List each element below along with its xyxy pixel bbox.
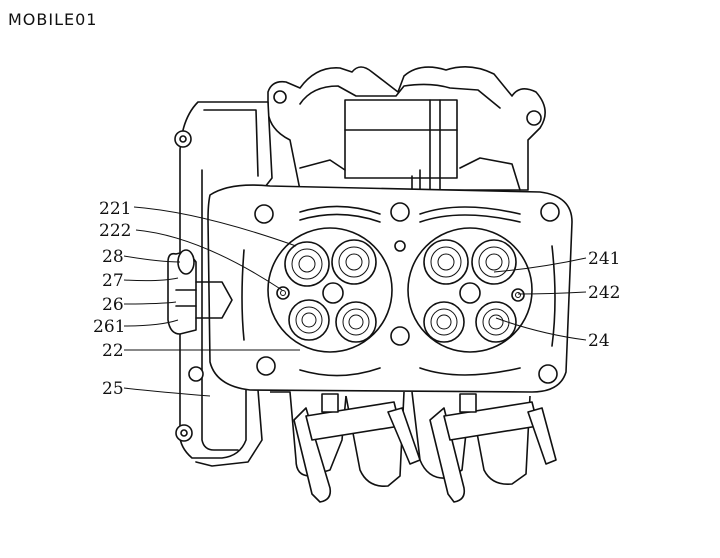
- label-242: 242: [588, 283, 620, 303]
- mobile01-logo: MOBILE01: [8, 10, 97, 29]
- left-chamber: [267, 227, 393, 353]
- label-241: 241: [588, 249, 620, 269]
- exhaust-ports: [270, 391, 557, 503]
- leader-lines: [123, 206, 587, 397]
- logo-text: MOBILE01: [8, 10, 97, 29]
- label-221: 221: [99, 199, 131, 219]
- top-housing: [267, 66, 546, 191]
- label-27: 27: [102, 271, 124, 291]
- right-chamber: [407, 227, 533, 353]
- side-bracket: [167, 249, 233, 335]
- label-28: 28: [102, 247, 124, 267]
- label-26: 26: [102, 295, 124, 315]
- cylinder-head-drawing: [167, 66, 573, 503]
- label-24: 24: [588, 331, 610, 351]
- part-labels: 221 222 28 27 26 261 22 25 241 242 24: [93, 199, 620, 399]
- label-25: 25: [102, 379, 124, 399]
- label-22: 22: [102, 341, 124, 361]
- label-222: 222: [99, 221, 131, 241]
- label-261: 261: [93, 317, 125, 337]
